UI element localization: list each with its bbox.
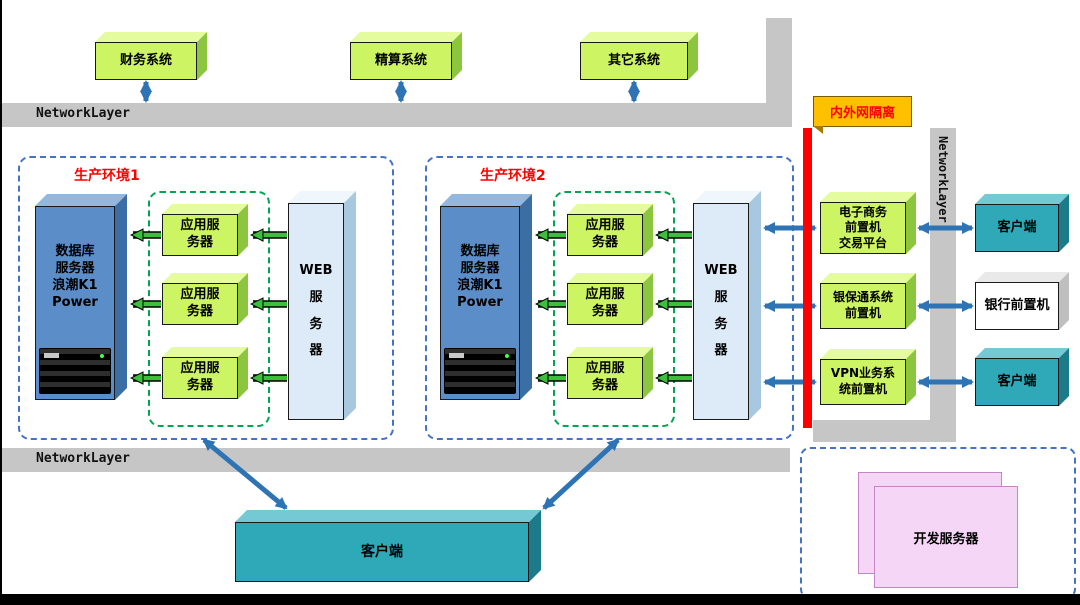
app-server-label: 应用服 务器 — [180, 287, 220, 319]
bankinsurance-frontend-label: 银保通系统 前置机 — [832, 290, 893, 320]
app-server-1b-box: 应用服 务器 — [162, 273, 248, 325]
app-server-group-2 — [553, 191, 675, 427]
network-layer-bottom-bar: NetworkLayer — [0, 448, 790, 472]
app-server-2b-box: 应用服 务器 — [567, 273, 653, 325]
network-layer-right-stub — [813, 420, 930, 442]
server-rack-image — [444, 348, 516, 394]
web-server-1-label: WEB 服 务 器 — [299, 263, 333, 359]
bank-frontend-box: 银行前置机 — [975, 272, 1069, 330]
ecommerce-frontend-label: 电子商务 前置机 交易平台 — [838, 204, 887, 250]
network-layer-bottom-label: NetworkLayer — [36, 451, 130, 466]
vpn-frontend-label: VPN业务系 统前置机 — [830, 366, 896, 396]
isolation-label: 内外网隔离 — [829, 106, 895, 121]
isolation-red-bar — [803, 128, 812, 428]
client-bottom-label: 客户端 — [997, 373, 1037, 389]
app-server-2c-box: 应用服 务器 — [567, 347, 653, 399]
finance-system-label: 财务系统 — [119, 52, 172, 68]
network-layer-right-label: NetworkLayer — [936, 136, 950, 223]
dev-server-label: 开发服务器 — [913, 531, 979, 547]
app-server-label: 应用服 务器 — [180, 361, 220, 393]
db-server-1-box: 数据库 服务器 浪潮K1 Power — [35, 194, 127, 400]
left-black-edge — [0, 0, 2, 605]
web-server-1-box: WEB 服 务 器 — [288, 191, 356, 420]
web-server-2-label: WEB 服 务 器 — [704, 263, 738, 359]
app-server-label: 应用服 务器 — [585, 218, 625, 250]
actuarial-system-label: 精算系统 — [374, 52, 427, 68]
ecommerce-frontend-box: 电子商务 前置机 交易平台 — [820, 192, 916, 254]
network-layer-right-bar: NetworkLayer — [930, 128, 956, 442]
production-env-1-title: 生产环境1 — [74, 168, 140, 184]
app-server-1a-box: 应用服 务器 — [162, 204, 248, 256]
db-server-1-label: 数据库 服务器 浪潮K1 Power — [52, 244, 98, 310]
client-bottom-box: 客户端 — [975, 348, 1069, 406]
bankinsurance-frontend-box: 银保通系统 前置机 — [820, 273, 916, 329]
finance-system-box: 财务系统 — [95, 32, 207, 80]
client-top-label: 客户端 — [997, 219, 1037, 235]
bank-frontend-label: 银行前置机 — [984, 297, 1050, 313]
other-system-box: 其它系统 — [580, 32, 698, 80]
app-server-1c-box: 应用服 务器 — [162, 347, 248, 399]
production-env-2-title: 生产环境2 — [480, 168, 546, 184]
app-server-label: 应用服 务器 — [585, 361, 625, 393]
network-layer-top-label: NetworkLayer — [36, 106, 130, 121]
network-layer-top-riser — [766, 18, 792, 104]
db-server-2-label: 数据库 服务器 浪潮K1 Power — [457, 244, 503, 310]
client-main-box: 客户端 — [235, 510, 541, 582]
network-layer-top-bar: NetworkLayer — [0, 103, 792, 127]
other-system-label: 其它系统 — [607, 52, 660, 68]
app-server-label: 应用服 务器 — [180, 218, 220, 250]
web-server-2-box: WEB 服 务 器 — [693, 191, 761, 420]
vpn-frontend-box: VPN业务系 统前置机 — [820, 349, 916, 405]
dev-server-front-box: 开发服务器 — [874, 486, 1018, 588]
server-rack-image — [39, 348, 111, 394]
app-server-2a-box: 应用服 务器 — [567, 204, 653, 256]
db-server-2-box: 数据库 服务器 浪潮K1 Power — [440, 194, 532, 400]
bottom-black-bar — [0, 594, 1080, 605]
client-main-label: 客户端 — [361, 543, 403, 560]
isolation-ribbon: 内外网隔离 — [813, 96, 912, 134]
actuarial-system-box: 精算系统 — [350, 32, 462, 80]
client-top-box: 客户端 — [975, 194, 1069, 252]
app-server-group-1 — [148, 191, 270, 427]
app-server-label: 应用服 务器 — [585, 287, 625, 319]
